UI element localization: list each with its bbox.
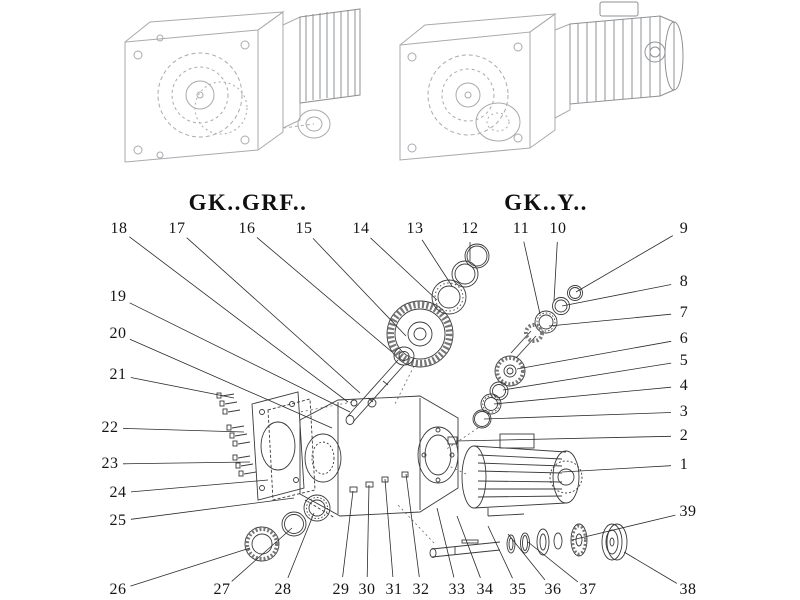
leader-line-35 <box>487 525 513 579</box>
part-number-3: 3 <box>679 403 689 420</box>
part-number-26: 26 <box>109 581 127 598</box>
mounting-flange <box>251 391 316 501</box>
part-number-14: 14 <box>352 220 370 237</box>
part-number-13: 13 <box>406 220 424 237</box>
part-number-34: 34 <box>476 581 494 598</box>
part-number-39: 39 <box>679 503 697 520</box>
bevel-pinion-set <box>510 285 583 359</box>
part-number-37: 37 <box>579 581 597 598</box>
part-number-5: 5 <box>679 352 689 369</box>
leader-line-27 <box>231 527 293 582</box>
part-number-36: 36 <box>544 581 562 598</box>
part-number-25: 25 <box>109 512 127 529</box>
leader-line-36 <box>507 533 546 581</box>
leader-line-33 <box>436 507 455 578</box>
assembled-view-y <box>399 1 684 161</box>
part-number-9: 9 <box>679 220 689 237</box>
part-number-35: 35 <box>509 581 527 598</box>
part-number-1: 1 <box>679 456 689 473</box>
part-number-19: 19 <box>109 288 127 305</box>
leader-line-37 <box>527 541 579 583</box>
part-number-11: 11 <box>512 220 530 237</box>
leader-line-22 <box>122 428 245 433</box>
leader-line-4 <box>493 386 672 405</box>
part-number-8: 8 <box>679 273 689 290</box>
motor <box>461 433 583 517</box>
shims-and-keys <box>349 471 409 493</box>
part-number-28: 28 <box>274 581 292 598</box>
leader-line-31 <box>384 478 394 578</box>
part-number-27: 27 <box>213 581 231 598</box>
leader-line-28 <box>287 512 315 579</box>
intermediate-gear-set <box>472 355 526 429</box>
part-number-30: 30 <box>358 581 376 598</box>
leader-line-26 <box>130 547 251 587</box>
part-number-20: 20 <box>109 325 127 342</box>
part-number-31: 31 <box>385 581 403 598</box>
output-bearing <box>303 494 331 522</box>
leader-line-5 <box>502 362 672 391</box>
leader-line-30 <box>366 484 370 578</box>
part-number-32: 32 <box>412 581 430 598</box>
assembled-view-grf <box>124 8 361 163</box>
leader-line-8 <box>561 284 672 307</box>
part-number-6: 6 <box>679 330 689 347</box>
leader-line-32 <box>405 473 420 578</box>
part-number-38: 38 <box>679 581 697 598</box>
part-number-24: 24 <box>109 484 127 501</box>
leader-line-17 <box>186 237 361 394</box>
bolt-cluster-mid <box>226 424 251 447</box>
big-gear <box>386 300 454 368</box>
leader-line-1 <box>561 465 672 473</box>
leader-line-6 <box>516 340 672 370</box>
part-number-12: 12 <box>461 220 479 237</box>
leader-line-13 <box>421 239 453 287</box>
part-number-2: 2 <box>679 427 689 444</box>
bolt-cluster-bottom <box>232 454 257 477</box>
retaining-rings <box>451 243 490 288</box>
leader-line-38 <box>623 551 678 584</box>
leader-line-2 <box>455 435 672 442</box>
part-number-15: 15 <box>295 220 313 237</box>
leader-line-9 <box>575 235 674 293</box>
leader-line-25 <box>130 497 295 520</box>
oil-seal <box>281 511 307 537</box>
leader-line-16 <box>256 237 393 353</box>
part-number-29: 29 <box>332 581 350 598</box>
leader-line-34 <box>456 515 481 578</box>
motor-assembled <box>569 1 684 105</box>
leader-line-10 <box>553 241 558 302</box>
part-number-7: 7 <box>679 304 689 321</box>
leader-line-21 <box>130 377 235 399</box>
leader-line-20 <box>129 338 333 429</box>
part-number-4: 4 <box>679 377 689 394</box>
leader-line-24 <box>130 479 269 493</box>
leader-line-14 <box>370 237 438 301</box>
part-number-18: 18 <box>110 220 128 237</box>
leader-line-11 <box>523 241 541 315</box>
part-number-16: 16 <box>238 220 256 237</box>
leader-line-15 <box>312 238 407 337</box>
part-number-17: 17 <box>168 220 186 237</box>
part-number-22: 22 <box>101 419 119 436</box>
leader-line-23 <box>122 461 251 465</box>
leader-line-7 <box>548 313 672 327</box>
input-bearing <box>431 279 467 315</box>
leader-line-3 <box>483 412 672 420</box>
part-number-21: 21 <box>109 366 127 383</box>
variant-label-gk-y: GK..Y.. <box>504 190 588 215</box>
leader-line-39 <box>571 514 676 541</box>
input-shaft <box>345 359 405 425</box>
part-number-23: 23 <box>101 455 119 472</box>
output-gear-ring <box>244 526 280 562</box>
part-number-33: 33 <box>448 581 466 598</box>
leader-line-29 <box>342 490 354 578</box>
part-number-10: 10 <box>549 220 567 237</box>
assembly-axis-lines <box>299 365 479 544</box>
leader-line-18 <box>129 236 349 403</box>
leader-line-19 <box>129 302 351 413</box>
variant-label-gk-grf: GK..GRF.. <box>188 190 308 215</box>
